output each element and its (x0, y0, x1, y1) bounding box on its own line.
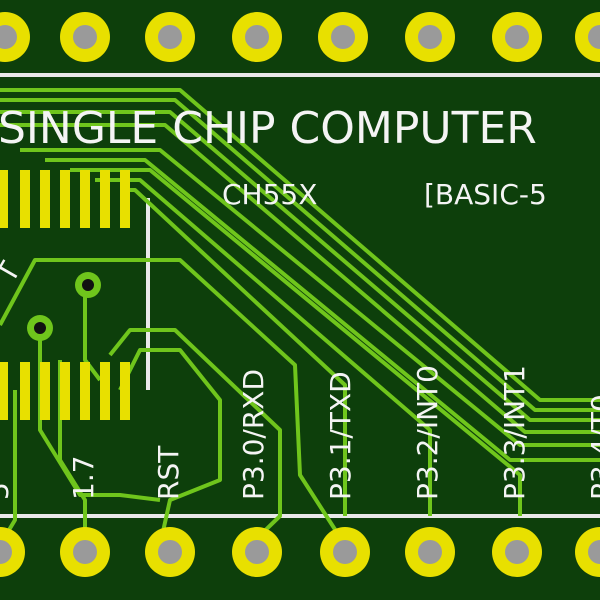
smd-pad (60, 362, 70, 420)
pin-label-p31-txd: P3.1/TXD (324, 371, 357, 500)
pin-label-rst: RST (152, 445, 185, 500)
smd-pad (0, 362, 8, 420)
pad (60, 527, 110, 577)
chip-name: CH55X (222, 178, 317, 211)
trace (83, 285, 102, 382)
pad (0, 12, 30, 62)
header-top-pads (0, 12, 600, 62)
trace (45, 158, 600, 462)
smd-pad (40, 170, 50, 228)
pad (232, 12, 282, 62)
smd-pad (60, 170, 70, 228)
smd-pad (20, 170, 30, 228)
smd-pad (100, 362, 110, 420)
pad (0, 527, 25, 577)
smd-chip-pads (0, 170, 130, 420)
smd-pad (80, 362, 90, 420)
pad (405, 12, 455, 62)
trace (118, 348, 222, 546)
via (27, 315, 53, 341)
smd-pad (20, 362, 30, 420)
pad (575, 527, 600, 577)
copper-traces (0, 88, 600, 547)
trace (0, 110, 600, 422)
header-bottom-pads (0, 527, 600, 577)
pin-label-p32-int0: P3.2/INT0 (411, 365, 444, 500)
vias (27, 272, 101, 341)
trace (0, 258, 347, 547)
trace (108, 328, 282, 547)
smd-pad (100, 170, 110, 228)
pad (318, 12, 368, 62)
pad (232, 527, 282, 577)
pad (60, 12, 110, 62)
pad (492, 12, 542, 62)
smd-pad (0, 170, 8, 228)
pin-label-p17-partial: 1.7 (67, 455, 100, 500)
smd-pad (120, 170, 130, 228)
pad (405, 527, 455, 577)
pin-label-left-partial: 5 (0, 482, 15, 500)
pad (320, 527, 370, 577)
pin-label-p33-int1: P3.3/INT1 (498, 365, 531, 500)
trace (0, 98, 600, 412)
pin-label-p30-rxd: P3.0/RXD (237, 369, 270, 500)
smd-pad (80, 170, 90, 228)
pad (575, 12, 600, 62)
pad (145, 527, 195, 577)
pin-label-p34-t0: P3.4/T0 (585, 394, 600, 500)
trace (95, 178, 432, 516)
project-name: [BASIC-5 (424, 178, 547, 211)
via (75, 272, 101, 298)
trace (0, 88, 600, 402)
smd-pad (40, 362, 50, 420)
pad (145, 12, 195, 62)
pad (492, 527, 542, 577)
board-title: SINGLE CHIP COMPUTER (0, 103, 537, 154)
trace (0, 123, 600, 434)
smd-pad (120, 362, 130, 420)
trace (20, 148, 600, 447)
